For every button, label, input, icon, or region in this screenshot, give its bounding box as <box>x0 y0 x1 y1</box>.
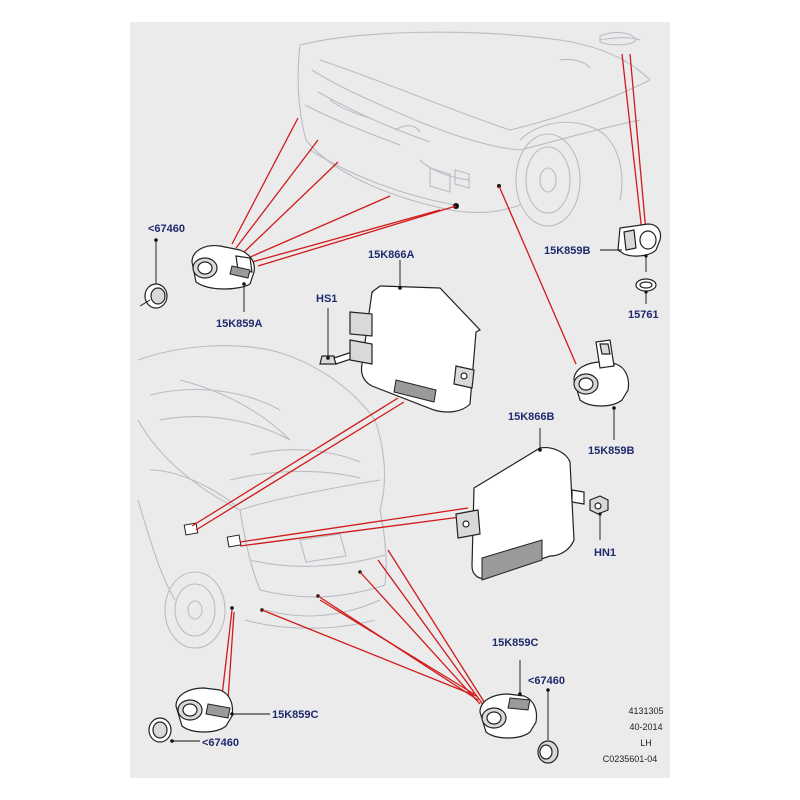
red-leader-lines <box>191 53 647 709</box>
meta-line-1: 4131305 <box>628 706 663 716</box>
label-nut: HN1 <box>594 547 616 559</box>
sensor-rear-c-left-part <box>175 687 270 733</box>
screw-part <box>319 308 355 365</box>
module-front-part <box>349 260 481 413</box>
sensor-front-a-part <box>191 245 255 312</box>
label-sensor-front-a: 15K859A <box>216 318 263 330</box>
meta-line-3: LH <box>640 738 652 748</box>
sensor-rear-c-right-part <box>479 660 538 739</box>
label-seal: 15761 <box>628 309 659 321</box>
label-sensor-front-b-top: 15K859B <box>544 245 591 257</box>
label-ring-front: <67460 <box>148 223 185 235</box>
sensor-front-b-mid-part <box>573 339 630 440</box>
seal-part <box>635 278 657 304</box>
label-module-rear: 15K866B <box>508 411 555 423</box>
label-screw: HS1 <box>316 293 337 305</box>
sensor-front-b-top-part <box>600 223 662 272</box>
label-sensor-front-b-mid: 15K859B <box>588 445 635 457</box>
meta-line-2: 40-2014 <box>629 722 662 732</box>
ring-rear-left-part <box>148 717 200 743</box>
module-rear-part <box>455 428 585 581</box>
ring-front-part <box>139 238 168 309</box>
meta-line-4: C0235601-04 <box>603 754 658 764</box>
label-module-front: 15K866A <box>368 249 415 261</box>
label-sensor-rear-c-left: 15K859C <box>272 709 319 721</box>
label-sensor-rear-c-right: 15K859C <box>492 637 539 649</box>
ring-rear-right-part <box>537 688 559 764</box>
front-vehicle-illustration <box>297 31 651 227</box>
nut-part <box>589 495 609 540</box>
label-ring-rear-right: <67460 <box>528 675 565 687</box>
label-ring-rear-left: <67460 <box>202 737 239 749</box>
